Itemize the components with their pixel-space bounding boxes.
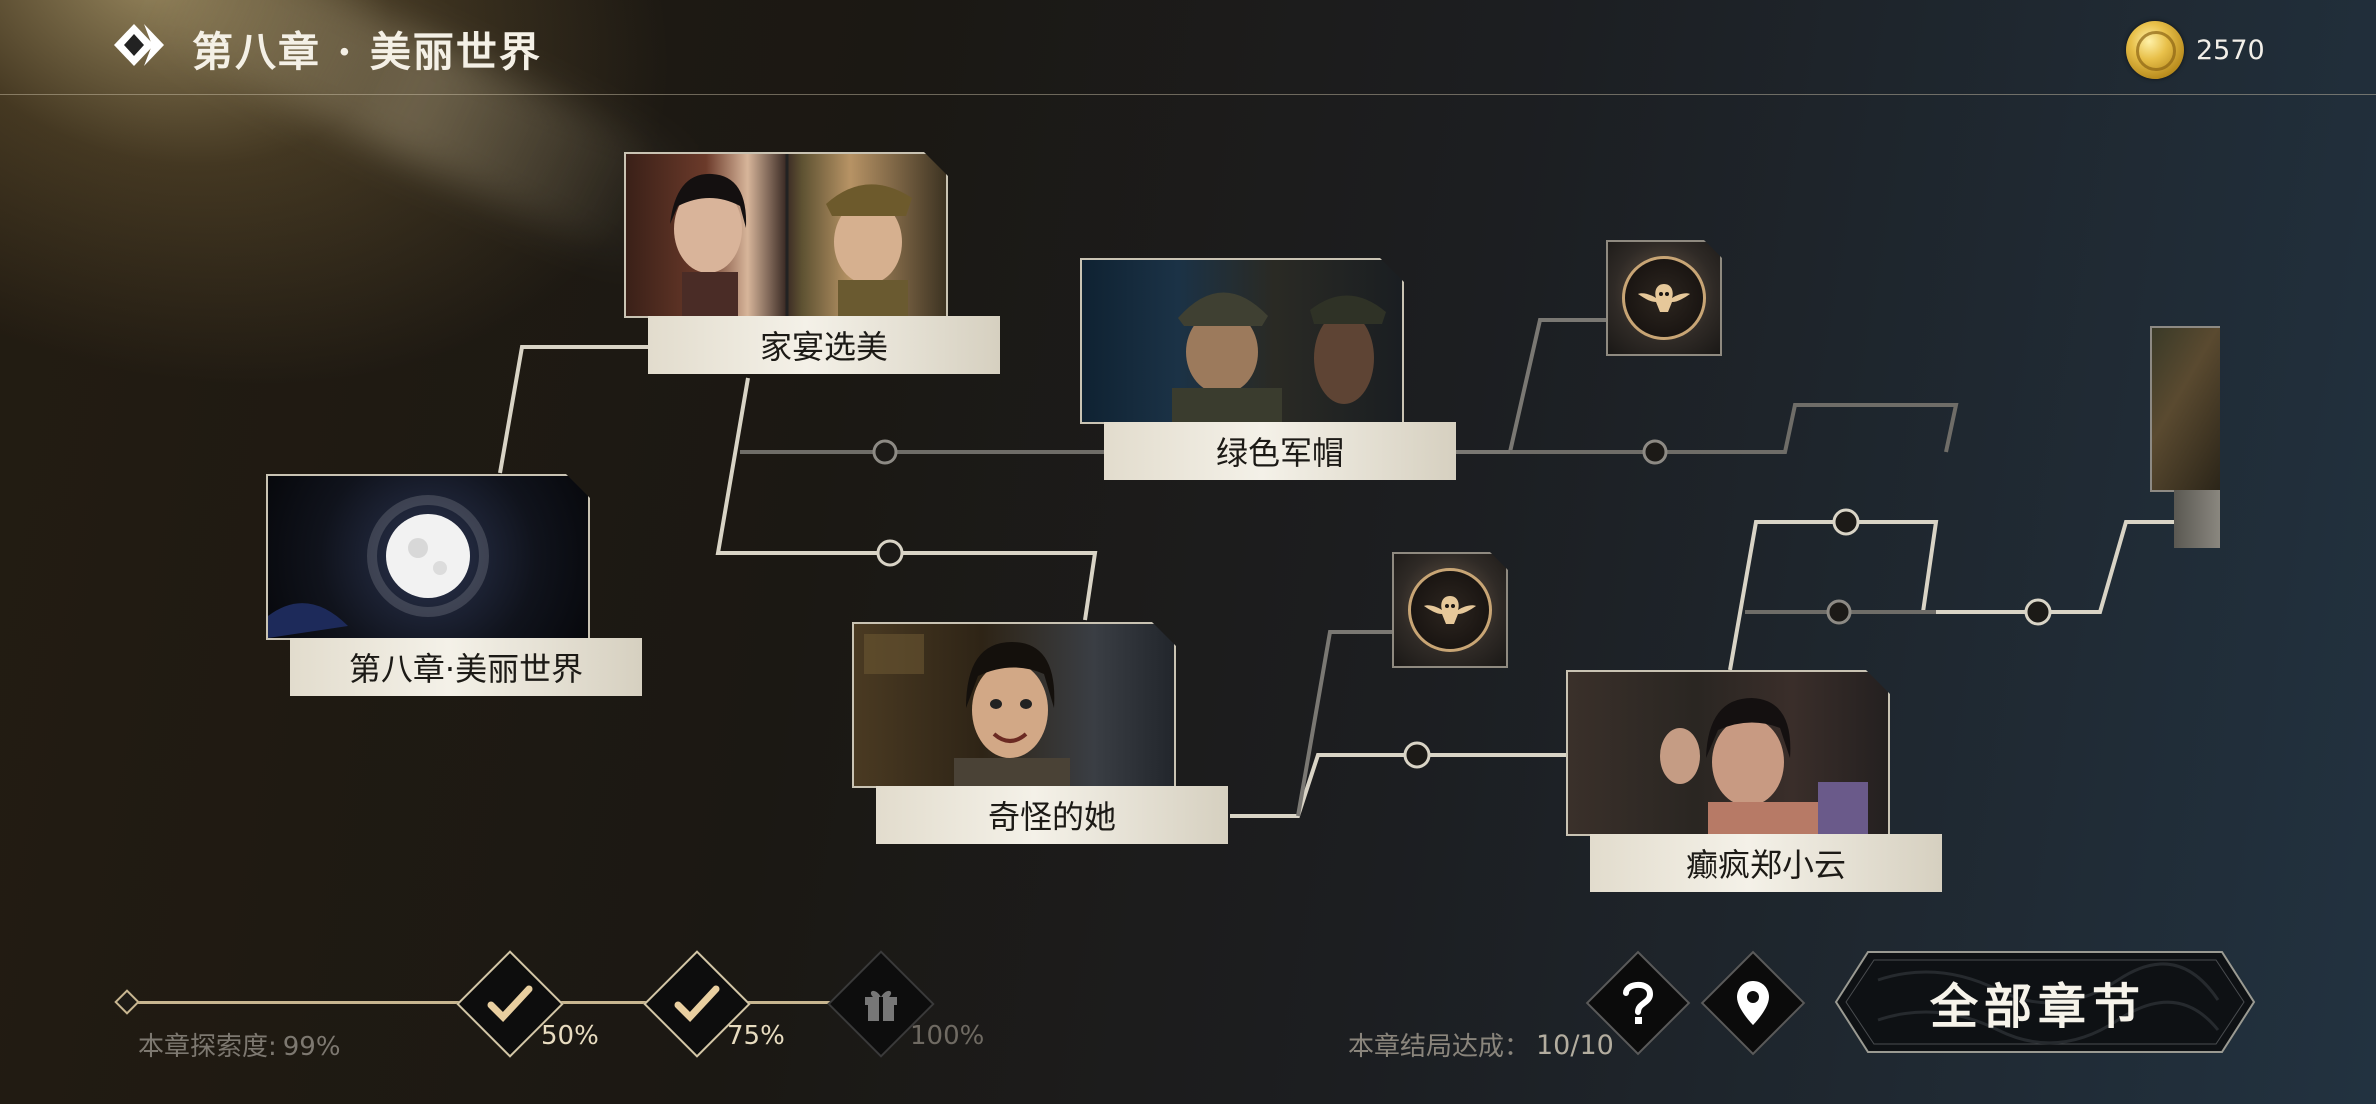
story-node-green-cap[interactable]: 绿色军帽 [1080, 258, 1460, 484]
milestone-label: 75% [727, 1021, 785, 1051]
emblem-graphic [1636, 278, 1692, 318]
node-label-plate: 绿色军帽 [1104, 422, 1456, 480]
milestone-100[interactable] [827, 950, 935, 1058]
exploration-label-text: 本章探索度: [138, 1032, 277, 1062]
endings-value: 10/10 [1536, 1030, 1614, 1061]
back-button[interactable] [112, 20, 172, 70]
scene-thumbnail [2150, 326, 2220, 492]
node-title: 奇怪的她 [987, 798, 1116, 836]
node-label-plate: 奇怪的她 [876, 786, 1228, 844]
check-icon [487, 985, 533, 1023]
path-junction-dot [1832, 508, 1860, 536]
path-junction-dot [2024, 598, 2052, 626]
scene-thumbnail [1080, 258, 1404, 424]
path-junction-dot [1826, 599, 1852, 625]
story-node-chapter-start[interactable]: 第八章·美丽世界 [266, 474, 646, 700]
story-node-crazy-zheng[interactable]: 癫疯郑小云 [1566, 670, 1946, 896]
node-title: 癫疯郑小云 [1685, 846, 1846, 884]
node-title: 家宴选美 [759, 328, 888, 366]
portrait-graphic [1082, 260, 1402, 422]
story-node-offscreen[interactable] [2150, 326, 2220, 550]
endings-label: 本章结局达成： [1348, 1032, 1531, 1062]
story-node-jiayan[interactable]: 家宴选美 [624, 152, 1004, 378]
check-icon [674, 985, 720, 1023]
exploration-value: 99% [282, 1032, 341, 1062]
chapter-title: 第八章 · 美丽世界 [192, 28, 542, 76]
portrait-graphic [1568, 672, 1888, 834]
milestone-label: 50% [541, 1021, 599, 1051]
ending-badge[interactable] [1392, 552, 1508, 668]
exploration-label: 本章探索度:99% [138, 1026, 341, 1063]
ending-badge[interactable] [1606, 240, 1722, 356]
question-icon [1623, 981, 1654, 1024]
path-junction-dot [872, 439, 898, 465]
coin-value: 2570 [2196, 34, 2265, 66]
milestone-50[interactable] [456, 950, 564, 1058]
path-junction-dot [1642, 439, 1668, 465]
node-label-plate: 家宴选美 [648, 316, 1000, 374]
node-label-plate: 第八章·美丽世界 [290, 638, 642, 696]
moon-graphic [268, 476, 588, 638]
milestone-label: 100% [910, 1021, 985, 1051]
skull-wing-emblem-icon [1408, 568, 1492, 652]
help-button[interactable] [1585, 950, 1691, 1056]
story-node-strange-her[interactable]: 奇怪的她 [852, 622, 1232, 848]
emblem-graphic [1422, 590, 1478, 630]
coin-icon [2126, 21, 2184, 79]
all-chapters-button[interactable]: 全部章节 [1818, 950, 2258, 1054]
scene-thumbnail [624, 152, 948, 318]
portrait-graphic [626, 154, 946, 316]
gift-icon [865, 990, 897, 1021]
all-chapters-label: 全部章节 [1929, 979, 2146, 1035]
locate-button[interactable] [1700, 950, 1806, 1056]
all-chapters-frame [1834, 951, 2256, 1053]
node-label-plate: 癫疯郑小云 [1590, 834, 1942, 892]
location-pin-icon [1737, 981, 1769, 1025]
top-bar: 第八章 · 美丽世界 2570 [0, 0, 2376, 95]
node-title: 绿色军帽 [1215, 434, 1344, 472]
scene-thumbnail [852, 622, 1176, 788]
scene-thumbnail [266, 474, 590, 640]
node-label-plate [2174, 490, 2220, 548]
path-junction-dot [1403, 741, 1431, 769]
scene-thumbnail [1566, 670, 1890, 836]
node-title: 第八章·美丽世界 [348, 650, 584, 688]
portrait-graphic [854, 624, 1174, 786]
coin-counter: 2570 [2126, 21, 2265, 79]
skull-wing-emblem-icon [1622, 256, 1706, 340]
milestone-75[interactable] [643, 950, 751, 1058]
path-junction-dot [876, 539, 904, 567]
back-arrow-icon [114, 24, 164, 66]
